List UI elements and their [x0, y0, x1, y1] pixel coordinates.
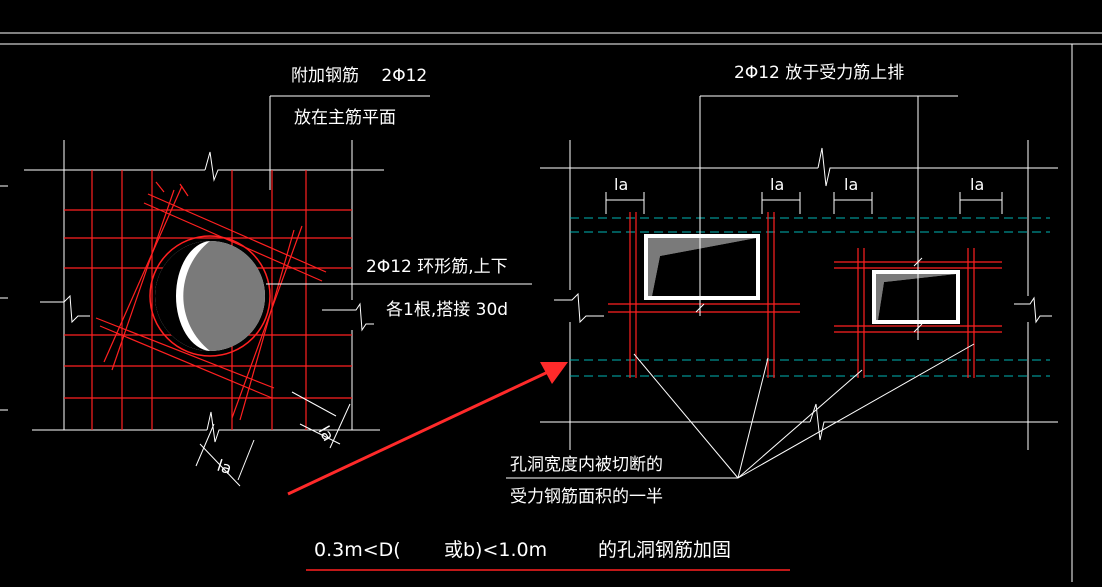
right-top-callout — [695, 95, 958, 340]
circular-hole — [149, 235, 271, 357]
dim-la-1: la — [614, 175, 628, 194]
right-dashed-bars — [570, 217, 1050, 377]
rect-hole-small — [872, 270, 960, 324]
callout-upper-row: 2Φ12 放于受力筋上排 — [734, 63, 904, 83]
left-detail: 附加钢筋 2Φ12 放在主筋平面 2Φ12 环形筋,上下 各1根,搭接 30d … — [24, 66, 532, 487]
note-half-area: 受力钢筋面积的一半 — [510, 487, 663, 507]
left-slab-outline — [24, 140, 384, 443]
dim-la-bottom: la — [215, 456, 234, 478]
caption-range-start: 0.3m<D( — [314, 539, 401, 561]
left-top-callout — [269, 95, 430, 190]
dim-la-3: la — [844, 175, 858, 194]
drawing-frame — [0, 32, 1102, 582]
callout-ring-bar: 2Φ12 环形筋,上下 — [366, 257, 508, 277]
right-dim-la-lines — [605, 192, 1003, 214]
dim-la-4: la — [970, 175, 984, 194]
rect-hole-large — [644, 234, 760, 300]
red-arrow — [287, 362, 568, 496]
right-note-leaders — [506, 343, 975, 479]
callout-additional-rebar: 附加钢筋 2Φ12 — [291, 66, 427, 86]
right-detail: la la la la 2Φ12 放于受力筋上排 孔洞宽度内被切断的 受力钢筋面… — [506, 63, 1058, 507]
callout-lap-length: 各1根,搭接 30d — [386, 300, 508, 320]
caption-range-end: 或b)<1.0m — [444, 539, 547, 561]
note-cut-width: 孔洞宽度内被切断的 — [510, 455, 663, 475]
caption-title: 的孔洞钢筋加固 — [598, 539, 731, 561]
left-dim-la — [195, 391, 351, 487]
dim-la-2: la — [770, 175, 784, 194]
callout-main-bar-plane: 放在主筋平面 — [294, 108, 396, 128]
right-slab-outline — [540, 140, 1058, 450]
left-diagonal-bars — [95, 181, 327, 421]
caption: 0.3m<D( 或b)<1.0m 的孔洞钢筋加固 — [306, 539, 790, 571]
